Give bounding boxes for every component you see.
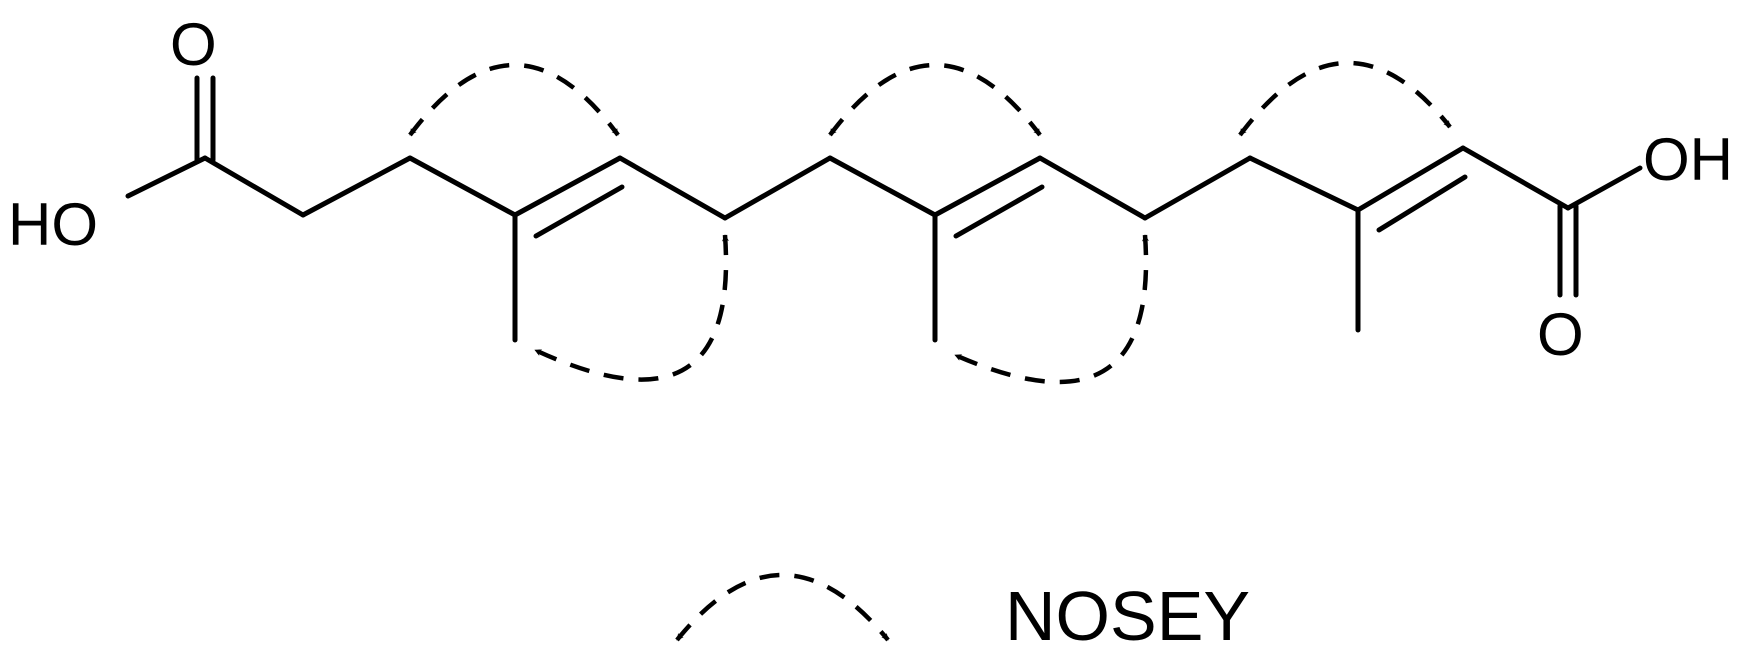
bond-c6-c7 <box>722 155 833 221</box>
atom-label-ho-left: HO <box>8 191 98 258</box>
bond-c14-oh <box>1565 165 1643 211</box>
bond-c4-c5 <box>512 155 623 218</box>
bond-c1-c2 <box>202 155 306 218</box>
noe-arrow-bottom-2 <box>954 234 1149 385</box>
bond-c3-c4 <box>407 155 518 218</box>
bond-c5-c6 <box>617 155 728 221</box>
bond-c12-c13 <box>1355 145 1466 213</box>
bond-c8-c9 <box>932 155 1043 218</box>
bond-c7-c8 <box>827 155 938 218</box>
bond-c9-c10 <box>1037 155 1148 221</box>
noe-arrow-top-3 <box>1238 60 1452 137</box>
bond-c13-c14 <box>1460 145 1571 211</box>
noe-correlations <box>408 60 1452 385</box>
bond-c8-c9-inner <box>953 184 1045 239</box>
legend-noe-arrow <box>675 572 890 642</box>
bond-c10-c11 <box>1142 155 1253 221</box>
bond-c4-c5-inner <box>533 184 625 239</box>
bond-c11-c12 <box>1247 155 1361 213</box>
bond-ho-c1 <box>125 155 208 199</box>
atom-label-oh-right: OH <box>1643 126 1733 193</box>
legend-label: NOSEY <box>1005 577 1250 655</box>
atom-label-o-bottom: O <box>1537 301 1584 368</box>
molecule-skeleton <box>125 75 1643 343</box>
bond-c2-c3 <box>300 155 413 218</box>
noe-arrow-top-1 <box>408 62 620 137</box>
bond-c12-c13-inner <box>1376 174 1468 233</box>
legend: NOSEY <box>675 572 1250 655</box>
atom-label-o-top: O <box>170 11 217 78</box>
noe-arrow-top-2 <box>828 62 1042 137</box>
atom-labels: HO O OH O <box>8 11 1733 368</box>
noe-arrow-bottom-1 <box>534 234 729 382</box>
